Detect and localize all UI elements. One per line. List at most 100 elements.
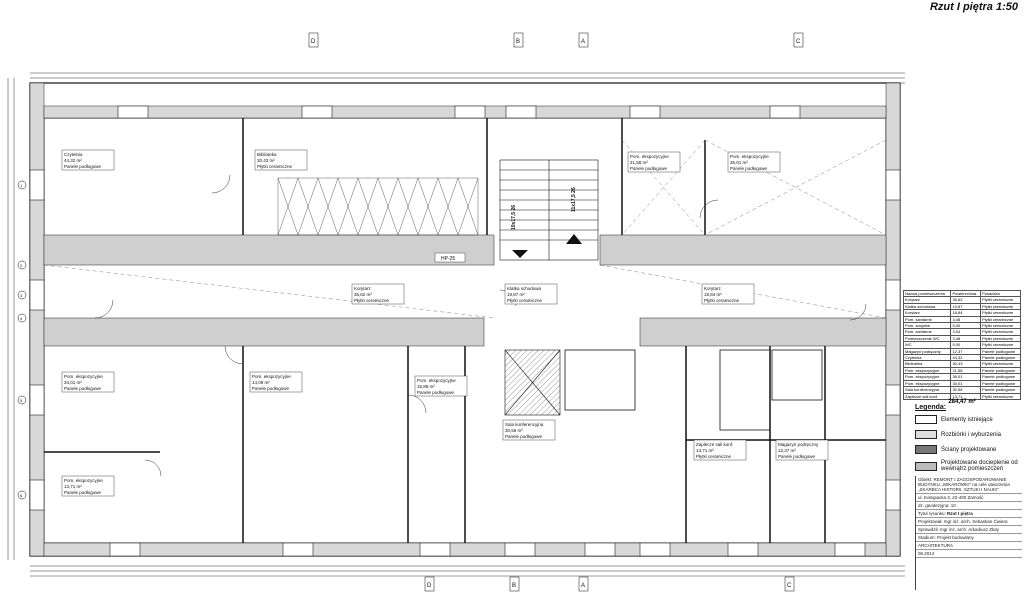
- room-label: Korytarz 35,62 m² Płytki ceramiczne: [351, 283, 405, 305]
- legend-item: Rozbiórki i wyburzenia: [915, 430, 1021, 439]
- table-cell: Pom. socjalne: [902, 321, 952, 330]
- tb-object: Obiekt: REMONT I ZAGOSPODAROWANIE BUDYNK…: [916, 476, 1022, 494]
- kitchen-block: [719, 349, 771, 431]
- axis-label-left-4: 5: [20, 398, 23, 403]
- svg-text:Biblioteka: Biblioteka: [257, 152, 277, 157]
- room-label: Klatka schodowa 19,87 m² Płytki ceramicz…: [504, 283, 558, 305]
- svg-text:30,43 m²: 30,43 m²: [257, 158, 275, 163]
- sanitary-block: [564, 349, 636, 411]
- room-label: Pom. ekspozycyjne 15,88 m² Panele podłog…: [414, 375, 468, 397]
- table-cell: Płytki ceramiczne: [980, 315, 1021, 324]
- table-cell: Panele podłogowe: [980, 366, 1021, 375]
- table-cell: Panele podłogowe: [980, 354, 1021, 362]
- legend-swatch: [915, 430, 937, 439]
- svg-text:Korytarz: Korytarz: [354, 286, 372, 291]
- door-swings: [94, 174, 867, 477]
- table-cell: Sala konferencyjna: [902, 386, 952, 394]
- svg-text:Pom. ekspozycyjne: Pom. ekspozycyjne: [252, 374, 291, 379]
- table-cell: Panele podłogowe: [980, 373, 1021, 381]
- legend-swatch: [915, 415, 937, 424]
- table-cell: Pom. sanitarne: [902, 315, 952, 324]
- svg-text:Panele podłogowe: Panele podłogowe: [252, 386, 290, 391]
- legend-label: Elementy istniejące: [941, 416, 993, 423]
- svg-text:18,84 m²: 18,84 m²: [704, 292, 722, 297]
- svg-text:30,56 m²: 30,56 m²: [505, 428, 523, 433]
- tb-stage: Stadium: Projekt budowlany: [916, 534, 1022, 542]
- svg-text:Panele podłogowe: Panele podłogowe: [778, 454, 816, 459]
- table-cell: Panele podłogowe: [980, 347, 1021, 356]
- svg-text:Panele podłogowe: Panele podłogowe: [64, 490, 102, 495]
- room-label: Pom. ekspozycyjne 34,01 m² Panele podłog…: [61, 371, 115, 393]
- svg-text:Płytki ceramiczne: Płytki ceramiczne: [704, 298, 740, 303]
- legend-label: Rozbiórki i wyburzenia: [941, 431, 1002, 438]
- svg-text:Płytki ceramiczne: Płytki ceramiczne: [257, 164, 293, 169]
- svg-text:Magazyn podręczny: Magazyn podręczny: [778, 442, 819, 447]
- axis-label-left-2: 3: [20, 293, 23, 298]
- legend-item: Ściany projektowane: [915, 445, 1021, 454]
- table-cell: Płytki ceramiczne: [980, 321, 1021, 330]
- table-cell: Płytki ceramiczne: [980, 296, 1021, 304]
- table-cell: Płytki ceramiczne: [980, 328, 1021, 336]
- svg-text:Panele podłogowe: Panele podłogowe: [505, 434, 543, 439]
- table-header: Nazwa pomieszczenia: [902, 289, 952, 298]
- axis-markers-top: [308, 32, 804, 592]
- svg-text:Sala konferencyjna: Sala konferencyjna: [505, 422, 544, 427]
- table-cell: Pomieszczenie WC: [902, 334, 952, 343]
- tb-date: 06.2014: [916, 550, 1022, 558]
- axis-label-top-2: A: [581, 39, 585, 45]
- svg-text:13,71 m²: 13,71 m²: [696, 448, 714, 453]
- axis-label-left-0: 1: [20, 183, 23, 188]
- axis-label-top-1: B: [516, 39, 520, 45]
- legend-swatch: [915, 445, 937, 454]
- axis-label-bottom-2: A: [581, 583, 585, 589]
- room-label: Korytarz 18,84 m² Płytki ceramiczne: [701, 283, 755, 305]
- table-cell: Pom. ekspozycyjne: [902, 373, 952, 381]
- sheet-title: Rzut I piętra 1:50: [929, 1, 1018, 13]
- tb-drawing: Tytuł rysunku: Rzut I piętra: [916, 510, 1022, 518]
- room-label: Zaplecze sali konf. 13,71 m² Płytki cera…: [693, 439, 747, 461]
- table-cell: Klatka schodowa: [902, 302, 952, 311]
- svg-text:34,01 m²: 34,01 m²: [64, 380, 82, 385]
- svg-text:Pom. ekspozycyjne: Pom. ekspozycyjne: [417, 378, 456, 383]
- svg-text:Panele podłogowe: Panele podłogowe: [417, 390, 455, 395]
- svg-text:15,88 m²: 15,88 m²: [417, 384, 435, 389]
- title-block: Obiekt: REMONT I ZAGOSPODAROWANIE BUDYNK…: [915, 476, 1022, 590]
- svg-text:Panele podłogowe: Panele podłogowe: [730, 166, 768, 171]
- svg-text:Pom. ekspozycyjne: Pom. ekspozycyjne: [630, 154, 669, 159]
- svg-text:Panele podłogowe: Panele podłogowe: [64, 386, 102, 391]
- svg-text:35,62 m²: 35,62 m²: [354, 292, 372, 297]
- stair-label-left: 10x17,5 26: [511, 205, 517, 230]
- svg-text:Czytelnia: Czytelnia: [64, 152, 83, 157]
- table-cell: Płytki ceramiczne: [980, 341, 1021, 349]
- room-label: Biblioteka 30,43 m² Płytki ceramiczne: [254, 149, 308, 171]
- table-cell: Płytki ceramiczne: [980, 334, 1021, 343]
- svg-text:Płytki ceramiczne: Płytki ceramiczne: [696, 454, 732, 459]
- axis-label-left-5: 6: [20, 493, 23, 498]
- svg-text:Pom. ekspozycyjne: Pom. ekspozycyjne: [64, 374, 103, 379]
- tb-checker: Sprawdził: mgr inż. arch. Arkadiusz Złot…: [916, 526, 1022, 534]
- table-cell: Magazyn podręczny: [902, 347, 952, 356]
- table-cell: Pom. sanitarne: [902, 328, 952, 336]
- room-label: Magazyn podręczny 12,37 m² Panele podłog…: [775, 439, 829, 461]
- table-cell: Płytki ceramiczne: [980, 309, 1021, 317]
- corridor-walls: [43, 234, 887, 347]
- svg-text:Płytki ceramiczne: Płytki ceramiczne: [507, 298, 543, 303]
- svg-text:14,09 m²: 14,09 m²: [252, 380, 270, 385]
- axis-label-left-3: 4: [20, 316, 23, 321]
- windows: [29, 105, 901, 557]
- table-cell: Panele podłogowe: [980, 379, 1021, 388]
- room-label: Pom. ekspozycyjne 36,01 m² Panele podłog…: [727, 151, 781, 173]
- table-cell: Panele podłogowe: [980, 386, 1021, 394]
- table-cell: Płytki ceramiczne: [980, 360, 1021, 368]
- table-total: 284,47 m²: [948, 398, 976, 405]
